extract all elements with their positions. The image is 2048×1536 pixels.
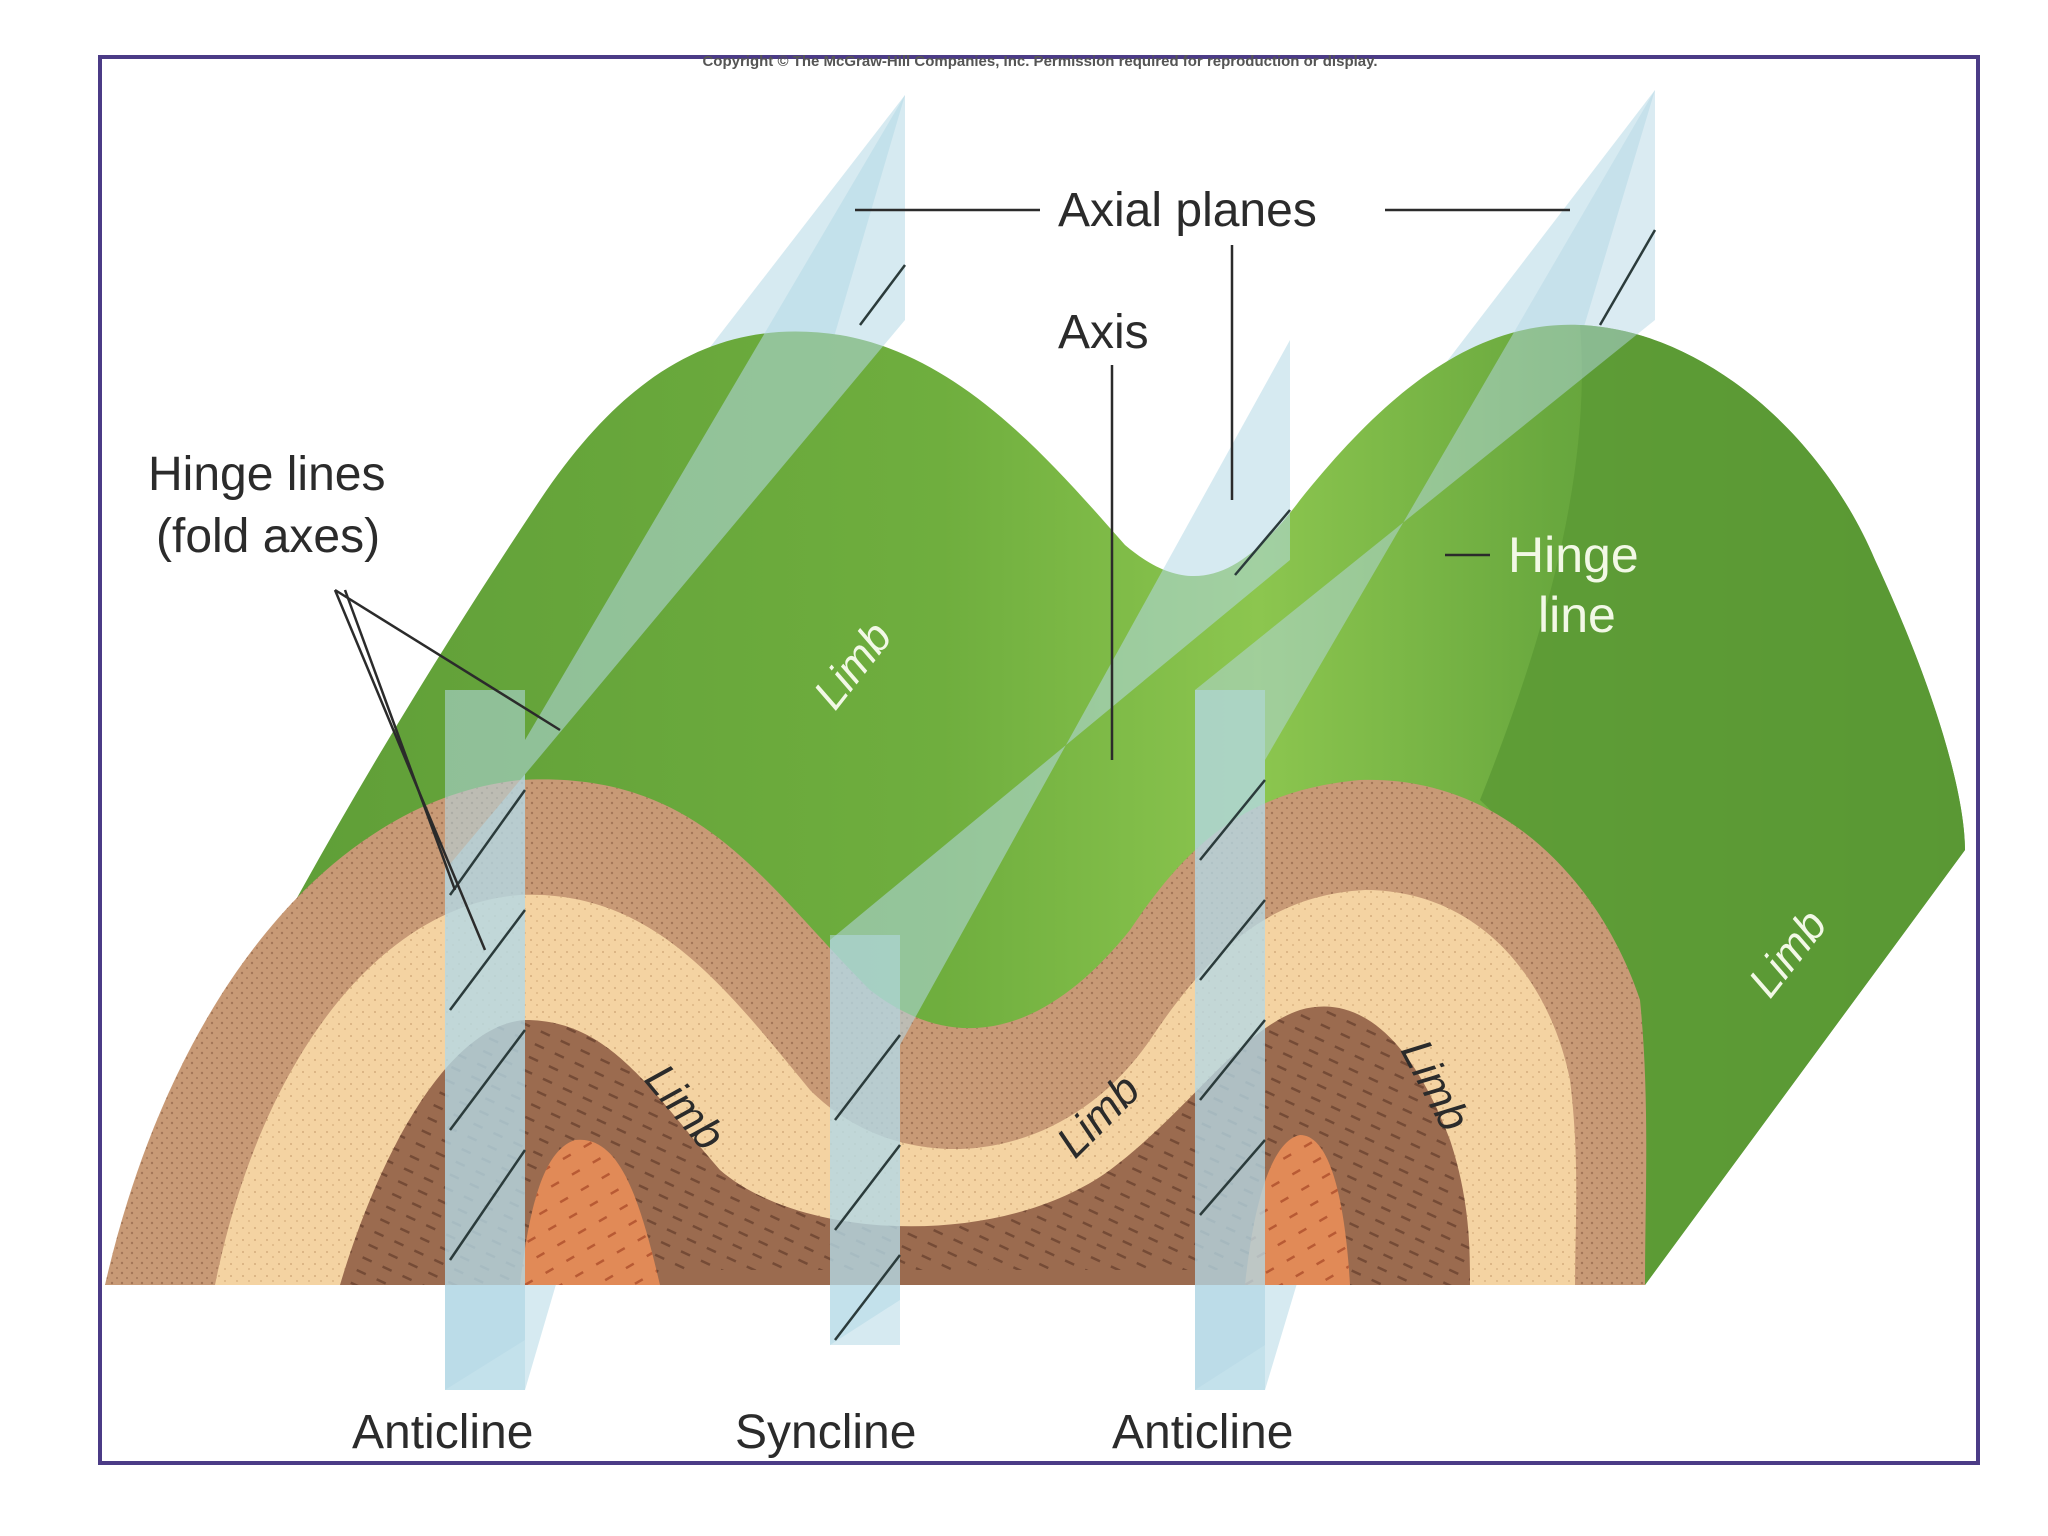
label-axial-planes: Axial planes	[1058, 184, 1317, 237]
label-hinge-line-2: line	[1538, 587, 1616, 643]
core-syncline-base	[660, 1270, 1240, 1285]
axial-plane-right-front	[1195, 690, 1265, 1390]
fold-right-limb-face	[1480, 325, 1965, 1285]
axial-plane-middle-front	[830, 935, 900, 1345]
label-fold-axes: (fold axes)	[156, 510, 380, 563]
label-syncline: Syncline	[735, 1406, 916, 1459]
label-hinge-lines: Hinge lines	[148, 448, 385, 501]
axial-plane-left-front	[445, 690, 525, 1390]
label-axis: Axis	[1058, 306, 1149, 359]
fold-axis-lines	[448, 229, 1657, 1341]
copyright-text: Copyright © The McGraw-Hill Companies, I…	[702, 53, 1377, 70]
label-anticline-left: Anticline	[352, 1406, 533, 1459]
leader-lines	[333, 208, 1570, 951]
label-hinge-line-1: Hinge	[1508, 527, 1639, 583]
axial-plane-middle	[830, 340, 1290, 1345]
label-anticline-right: Anticline	[1112, 1406, 1293, 1459]
axial-plane-left	[445, 95, 905, 1390]
